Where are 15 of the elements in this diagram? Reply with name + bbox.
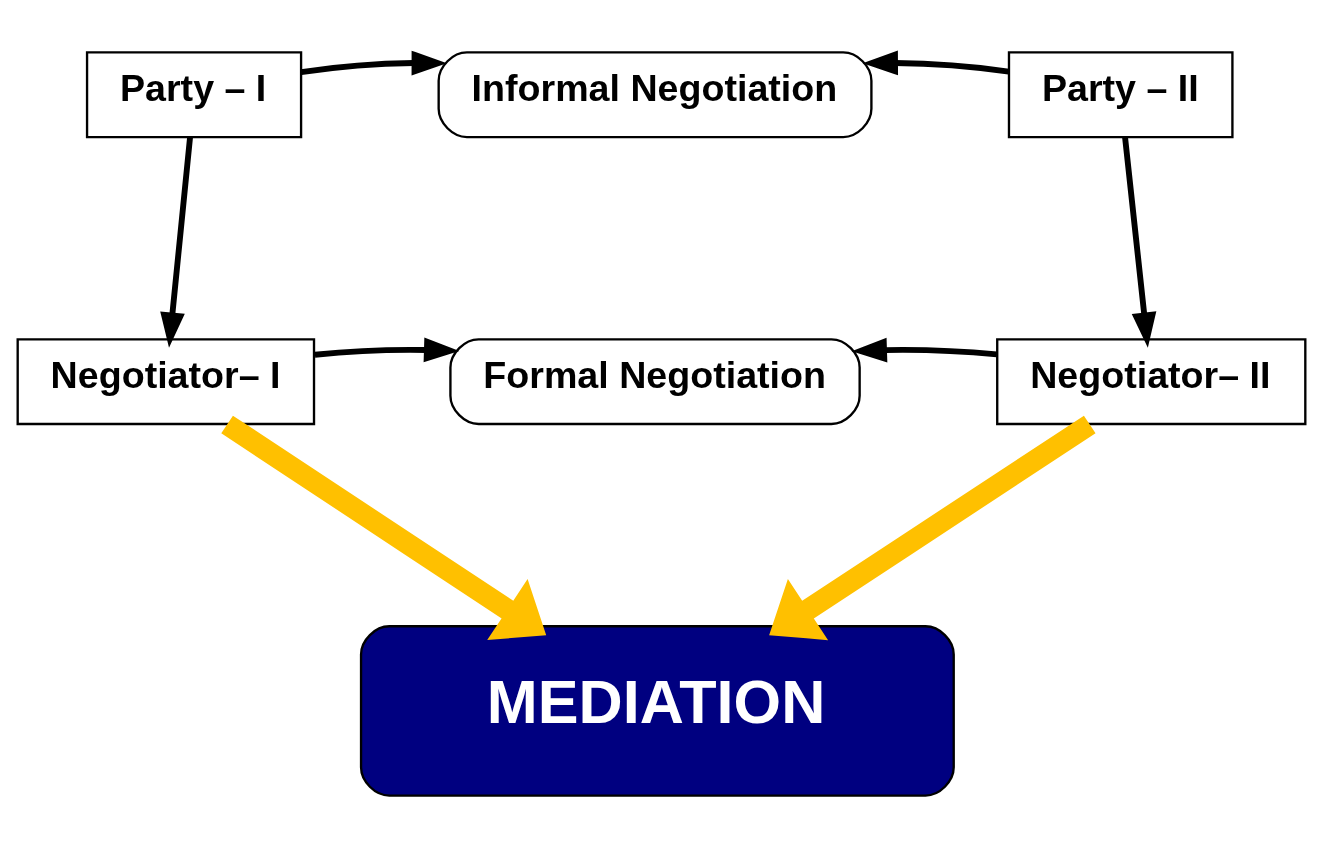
node-box: Party – II [1007, 50, 1234, 138]
node-box: Negotiator– II [996, 337, 1307, 425]
node-box: MEDIATION [359, 624, 955, 797]
arrow [769, 415, 1096, 640]
arrow [160, 136, 193, 348]
arrow [221, 415, 547, 640]
arrow [851, 337, 998, 362]
arrow [300, 50, 447, 75]
arrow [1122, 136, 1157, 348]
arrow [314, 337, 460, 362]
arrow [862, 50, 1010, 75]
node-box: Negotiator– I [16, 337, 316, 425]
node-box: Party – I [85, 50, 303, 138]
node-box: Formal Negotiation [449, 337, 861, 425]
node-box: Informal Negotiation [437, 50, 873, 138]
